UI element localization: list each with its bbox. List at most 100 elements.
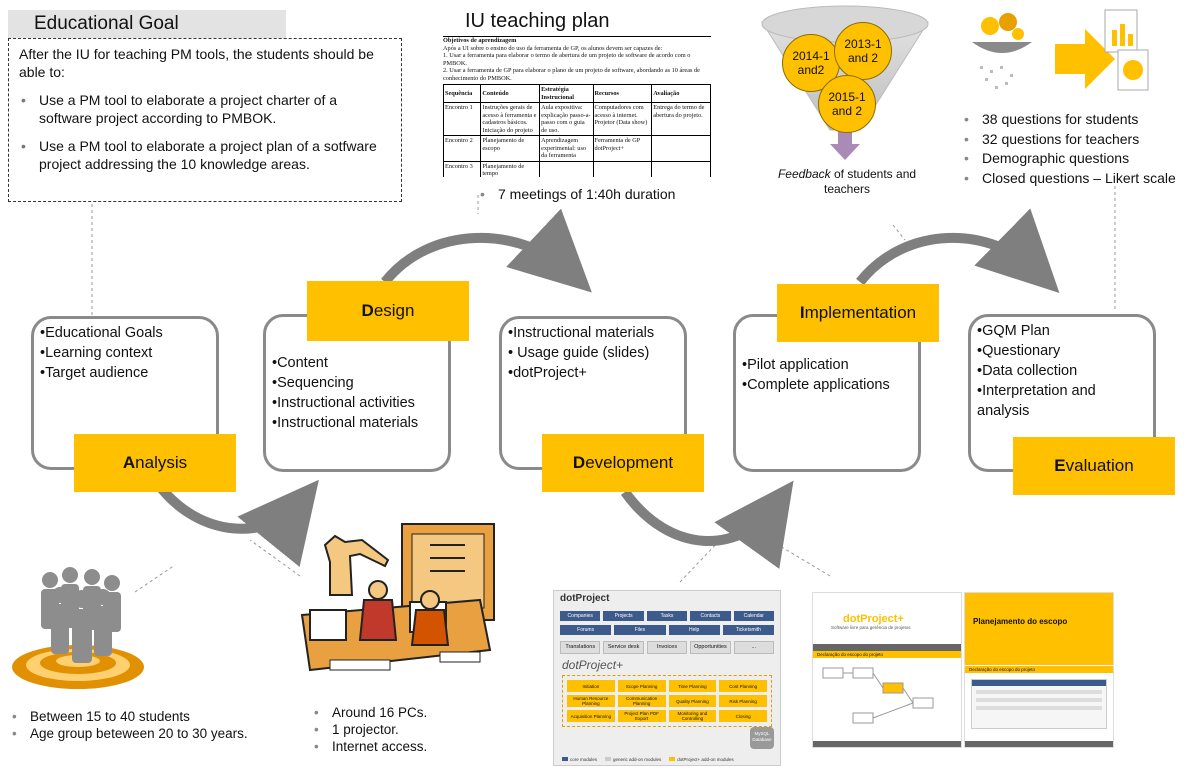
core-module-tab: Contacts <box>690 611 731 621</box>
plus-module: Quality Planning <box>668 695 717 707</box>
educational-goal-title: Educational Goal <box>8 10 286 38</box>
plan-cell: Encontro 1 <box>443 102 482 136</box>
cycle-arrow-1 <box>154 479 319 568</box>
addon-module: Translations <box>560 641 601 654</box>
analysis-label-rest: nalysis <box>135 453 188 472</box>
feedback-caption-rest: of students and teachers <box>823 167 917 196</box>
core-module-tab: Ticketsmith <box>722 625 774 635</box>
feedback-caption: Feedback of students and teachers <box>772 167 922 197</box>
plan-cell: Aula expositiva: explicação passo-a-pass… <box>539 102 594 136</box>
plus-module: Risk Planning <box>719 695 767 707</box>
core-module-tab: Tasks <box>646 611 688 621</box>
questions-list: 38 questions for students 32 questions f… <box>960 110 1190 188</box>
feedback-caption-em: Feedback <box>777 167 831 181</box>
plan-header: Avaliação <box>651 84 711 103</box>
core-module-tab: Files <box>614 625 666 635</box>
phase-item: GQM Plan <box>977 321 1137 341</box>
core-module-tab: Projects <box>603 611 644 621</box>
target-audience-illustration <box>12 567 144 689</box>
plus-module: Human Resource Planning <box>567 695 615 707</box>
slide-footer <box>965 741 1113 747</box>
design-label-rest: esign <box>373 301 415 320</box>
semester-circle-2013: 2013-1 and 2 <box>834 22 892 80</box>
plus-module: Cost Planning <box>719 680 767 692</box>
questions-item: Closed questions – Likert scale <box>960 169 1190 189</box>
lab-item: Around 16 PCs. <box>310 704 427 721</box>
dotproject-plus-modules: Initiation Scope Planning Time Planning … <box>562 675 772 727</box>
slide-bar <box>813 644 961 651</box>
phase-item: Learning context <box>40 343 216 363</box>
phase-item: Questionary <box>977 341 1137 361</box>
doc-line: 2. Usar a ferramenta de GP para elaborar… <box>443 67 700 82</box>
slide-left: dotProject+ Software livre para gerência… <box>812 592 962 748</box>
phase-item: Instructional activities <box>272 393 448 413</box>
slide-heading: Declaração do escopo do projeto <box>813 651 961 658</box>
plan-cell <box>651 135 711 162</box>
doc-text: Após a UI sobre o ensino do uso da ferra… <box>443 44 663 52</box>
core-module-tab: Help <box>668 625 720 635</box>
plan-cell: Planejamento de tempo <box>480 160 541 177</box>
design-label-initial: D <box>361 301 374 320</box>
plus-module: Monitoring and Controlling <box>668 710 717 722</box>
students-item: Between 15 to 40 students <box>8 708 248 725</box>
questionnaire-graphic <box>972 9 1149 91</box>
implementation-label-initial: I <box>799 303 805 322</box>
plus-module: Time Planning <box>668 680 717 692</box>
plan-cell <box>539 160 594 177</box>
implementation-label-rest: mplementation <box>804 303 917 322</box>
plus-module: Project Plan PDF Export <box>617 710 666 722</box>
lab-item: 1 projector. <box>310 721 427 738</box>
plan-header: Conteúdo <box>480 84 541 103</box>
phase-item: Pilot application <box>742 355 918 375</box>
phase-item: Instructional materials <box>508 323 684 343</box>
teaching-plan-note-list: 7 meetings of 1:40h duration <box>476 186 675 203</box>
phase-item: Educational Goals <box>40 323 216 343</box>
dotproject-logo: dotProject <box>560 593 610 604</box>
plan-cell <box>592 160 653 177</box>
questions-item: Demographic questions <box>960 149 1190 169</box>
legend-generic: generic add-on modules <box>605 757 661 762</box>
slide-logo: dotProject+ <box>843 613 904 625</box>
educational-goal-box: After the IU for teaching PM tools, the … <box>8 38 402 202</box>
plan-cell: Aprendizagem experimental: uso da ferram… <box>539 135 594 162</box>
slide-title: Planejamento do escopo <box>965 593 1113 665</box>
analysis-label-initial: A <box>122 453 136 472</box>
teaching-plan-title: IU teaching plan <box>465 10 610 32</box>
core-module-tab: Companies <box>560 611 601 621</box>
doc-heading: Objetivos de aprendizagem <box>443 37 517 44</box>
plan-cell: Entrega do termo de abertura do projeto. <box>651 102 711 136</box>
plus-module: Closing <box>719 710 767 722</box>
questions-item: 32 questions for teachers <box>960 130 1190 150</box>
educational-goal-intro: After the IU for teaching PM tools, the … <box>19 46 374 80</box>
lab-list: Around 16 PCs. 1 projector. Internet acc… <box>310 704 427 755</box>
plan-cell: Encontro 3 <box>443 160 482 177</box>
slide-heading: Declaração do escopo do projeto <box>965 665 1113 673</box>
legend-core: core modules <box>562 757 597 762</box>
plan-cell: Instruções gerais de acesso à ferramenta… <box>480 102 541 136</box>
phase-item: Interpretation and analysis <box>977 381 1137 421</box>
architecture-legend: core modules generic add-on modules dotP… <box>562 757 734 762</box>
educational-goal-item: Use a PM tool to elaborate a project pla… <box>21 137 391 173</box>
addon-module: Invoices <box>646 641 688 654</box>
plan-cell: Encontro 2 <box>443 135 482 162</box>
plan-table: Sequência Conteúdo Estratégia Instrucion… <box>443 84 711 177</box>
lab-item: Internet access. <box>310 738 427 755</box>
phase-item: Instructional materials <box>272 413 448 433</box>
cycle-arrow-4 <box>856 208 1060 293</box>
cycle-arrow-3 <box>620 480 794 569</box>
phase-item: Data collection <box>977 361 1137 381</box>
legend-label: dotProject+ add-on modules <box>677 757 734 762</box>
plus-module: Acquisition Planning <box>567 710 615 722</box>
dotproject-architecture: dotProject Companies Projects Tasks Cont… <box>553 590 781 766</box>
students-list: Between 15 to 40 students Age group bete… <box>8 708 248 742</box>
doc-line: 1. Usar a ferramenta para elaborar o ter… <box>443 52 691 67</box>
plan-cell: Planejamento de escopo <box>480 135 541 162</box>
plan-header: Sequência <box>443 84 482 103</box>
plan-cell: Computadores com acesso à internet. Proj… <box>592 102 653 136</box>
evaluation-label-rest: valuation <box>1065 456 1134 475</box>
slide-footer <box>813 741 961 747</box>
plan-header: Recursos <box>592 84 653 103</box>
